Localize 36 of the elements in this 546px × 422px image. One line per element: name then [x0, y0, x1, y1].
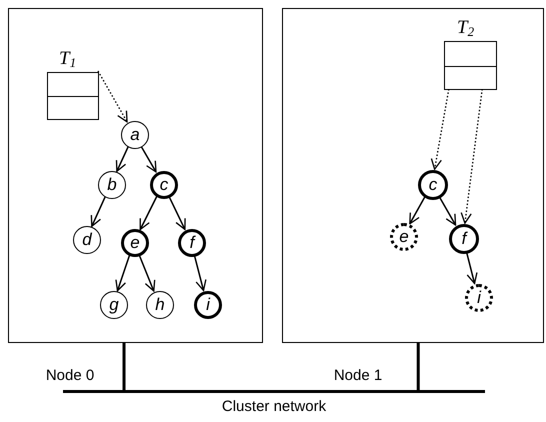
tree-arrow	[466, 252, 478, 284]
tree-arrow	[409, 196, 426, 224]
tree-node-circle: c	[150, 171, 178, 199]
network-link-line	[416, 343, 420, 390]
node-panel	[8, 8, 263, 343]
tree-node-circle: f	[178, 229, 206, 257]
tree-node-circle: i	[465, 284, 493, 312]
tree-arrow	[140, 196, 158, 230]
tree-node-circle: i	[194, 291, 222, 319]
tree-arrow	[115, 255, 130, 292]
tree-node-circle: c	[418, 170, 448, 200]
tree-arrow	[140, 146, 157, 173]
tree-arrow	[168, 196, 186, 230]
tree-node-circle: e	[121, 229, 149, 257]
pointer-arrow	[460, 88, 483, 224]
table-label: T$_{2}$	[457, 17, 474, 40]
network-label: Cluster network	[220, 398, 328, 415]
tree-arrow	[90, 196, 106, 227]
tree-node-circle: h	[146, 291, 174, 319]
pointer-arrow	[430, 88, 450, 170]
node-label: Node 0	[44, 367, 96, 384]
tree-arrow	[438, 196, 456, 226]
tree-node-circle: a	[121, 121, 149, 149]
node-label: Node 1	[332, 367, 384, 384]
tree-node-circle: f	[449, 224, 479, 254]
tree-arrow	[116, 146, 129, 172]
tree-arrow	[194, 255, 206, 292]
tree-node-circle: d	[73, 226, 101, 254]
tree-node-circle: g	[100, 291, 128, 319]
tree-arrow	[138, 254, 156, 292]
tree-node-circle: e	[390, 223, 418, 251]
network-link-line	[122, 343, 126, 390]
table-label: T$_{1}$	[59, 48, 76, 71]
pointer-arrow	[97, 70, 128, 122]
node-panel	[282, 8, 544, 343]
tree-node-circle: b	[98, 171, 126, 199]
